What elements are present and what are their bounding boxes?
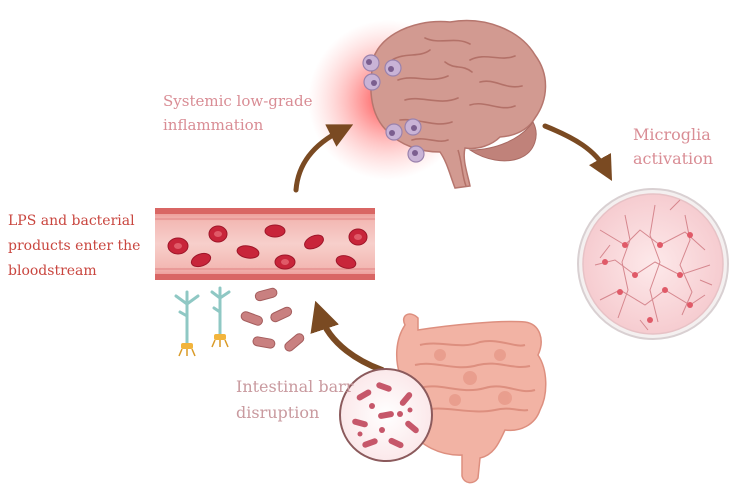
lps-icon (174, 286, 231, 347)
label-systemic-inflammation: Systemic low-grade inflammation (163, 89, 312, 137)
label-line: disruption (236, 403, 320, 422)
petri-dish-icon (577, 188, 729, 340)
label-line: Microglia (633, 125, 711, 144)
label-intestinal-barrier: Intestinal barr disruption (236, 374, 353, 426)
gut-bacteria-circle-icon (339, 368, 433, 462)
label-line: inflammation (163, 116, 264, 134)
arrow-brain-to-microglia (542, 123, 613, 181)
label-line: Systemic low-grade (163, 92, 313, 110)
label-line: bloodstream (8, 263, 97, 279)
blood-vessel-icon (155, 208, 375, 280)
label-line: Intestinal barr (236, 377, 354, 396)
bacteria-icon (240, 287, 305, 352)
label-line: activation (633, 149, 714, 168)
arrow-vessel-to-brain (293, 124, 354, 193)
arrow-intestine-to-vessel (310, 300, 385, 373)
label-microglia-activation: Microglia activation (633, 123, 713, 171)
intestine-icon (395, 313, 547, 484)
brain-icon (308, 19, 547, 189)
label-line: LPS and bacterial (8, 213, 135, 229)
label-lps-bloodstream: LPS and bacterial products enter the blo… (8, 209, 140, 284)
label-line: products enter the (8, 238, 141, 254)
